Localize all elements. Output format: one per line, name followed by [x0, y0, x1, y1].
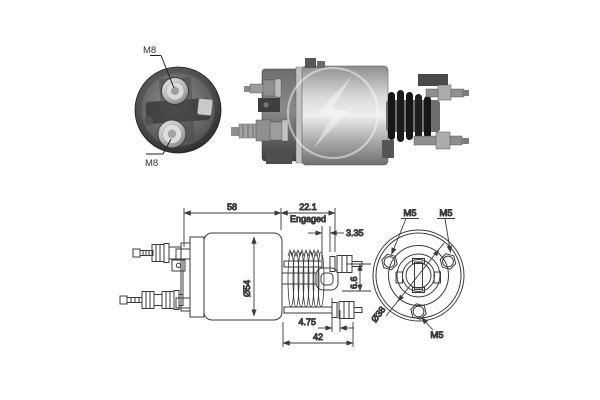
dimension-3-35 — [308, 226, 344, 260]
photo-plunger-assembly — [382, 74, 469, 158]
photo-upper-terminal-stud — [244, 78, 282, 112]
terminal-photo-top — [161, 77, 189, 105]
dim-body-length: 58 — [227, 202, 237, 212]
dim-travel: 22.1 — [299, 202, 317, 212]
brand-lightning-watermark-icon — [286, 66, 380, 160]
dimension-58 — [183, 208, 282, 247]
technical-drawing-end-view: M5 M5 M5 Ø38 — [369, 208, 465, 342]
bolt-circle-dia-label: Ø38 — [369, 305, 387, 325]
return-spring-drawing — [287, 248, 325, 308]
dim-washer-gap: 4.75 — [298, 317, 316, 327]
product-photo-side-view — [231, 58, 469, 166]
m5-leaders — [391, 218, 455, 331]
dim-gap: 3.35 — [346, 228, 364, 238]
plunger-stud-bottom-drawing — [283, 301, 363, 319]
photo-lower-terminal-stud — [231, 119, 289, 142]
center-slot-drawing — [395, 258, 441, 293]
dimension-4-75 — [318, 298, 354, 332]
product-photo-end-view: M8 M8 — [134, 45, 222, 169]
bolt-hole-top-left — [381, 253, 398, 271]
dimension-42 — [282, 322, 354, 347]
dimension-22-1 — [280, 208, 336, 252]
m5-label-top-right: M5 — [439, 208, 452, 219]
dim-body-diameter: Ø54 — [242, 280, 252, 297]
cap-outline — [171, 236, 205, 318]
m8-label-top: M8 — [143, 45, 156, 56]
m8-leader-top — [150, 55, 175, 89]
solenoid-body-outline — [203, 232, 283, 321]
bolt-hole-bottom — [410, 303, 427, 320]
bolt-hole-top-right — [439, 253, 457, 270]
dim-plunger-length: 42 — [313, 332, 323, 342]
dimension-6-6 — [342, 263, 371, 292]
m5-label-bottom: M5 — [430, 330, 443, 341]
terminal-photo-bottom — [157, 119, 187, 149]
m8-leader-bottom — [146, 138, 172, 155]
bolt-circle-diameter — [385, 242, 445, 317]
m8-label-bottom: M8 — [145, 158, 158, 169]
dim-travel-note: Engaged — [290, 214, 326, 224]
terminal-stud-bottom-drawing — [119, 290, 184, 310]
technical-drawing-side-view: 58 22.1 Engaged 3.35 Ø54 6.6 — [119, 202, 371, 347]
dim-stud-offset: 6.6 — [349, 276, 359, 289]
m5-label-top-left: M5 — [403, 208, 416, 219]
terminal-stud-top-drawing — [132, 243, 182, 263]
